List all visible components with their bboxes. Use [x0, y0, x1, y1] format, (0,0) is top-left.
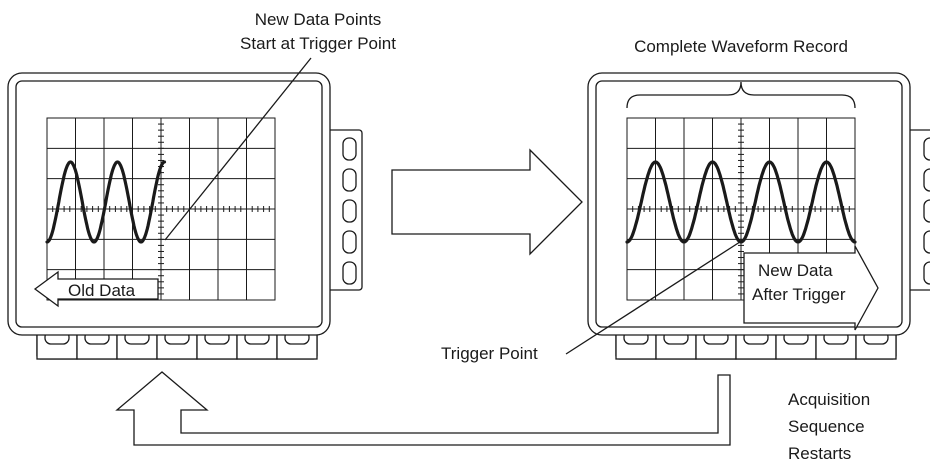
- restart-loop-arrow: [115, 371, 731, 446]
- acquisition-label-line1: Acquisition: [788, 390, 870, 409]
- acquisition-label-line3: Restarts: [788, 444, 851, 463]
- side-button[interactable]: [923, 261, 930, 285]
- side-button[interactable]: [342, 230, 357, 254]
- side-button[interactable]: [923, 230, 930, 254]
- side-button[interactable]: [342, 199, 357, 223]
- scope-left: Old Data: [7, 72, 363, 360]
- new-data-label-line1: New Data: [758, 261, 833, 280]
- old-waveform: [45, 160, 167, 244]
- new-data-points-label-line2: Start at Trigger Point: [240, 34, 396, 53]
- side-button[interactable]: [923, 199, 930, 223]
- scope-right: New Data After Trigger: [587, 72, 930, 360]
- side-button[interactable]: [923, 137, 930, 161]
- old-data-arrow: Old Data: [33, 270, 159, 308]
- acquisition-label-line2: Sequence: [788, 417, 865, 436]
- trigger-point-label: Trigger Point: [441, 344, 538, 363]
- complete-waveform-record-label: Complete Waveform Record: [634, 37, 848, 56]
- side-button[interactable]: [342, 261, 357, 285]
- transition-arrow: [391, 148, 583, 256]
- side-button[interactable]: [342, 168, 357, 192]
- new-data-arrow: New Data After Trigger: [743, 245, 879, 331]
- scope-bezel: [15, 80, 323, 328]
- new-data-label-line2: After Trigger: [752, 285, 846, 304]
- new-data-points-leader: [164, 57, 312, 241]
- side-button[interactable]: [342, 137, 357, 161]
- old-data-label: Old Data: [68, 281, 136, 300]
- new-data-points-label-line1: New Data Points: [255, 10, 382, 29]
- waveform-record-brace: [626, 81, 856, 109]
- trigger-point-leader: [565, 239, 744, 355]
- side-button[interactable]: [923, 168, 930, 192]
